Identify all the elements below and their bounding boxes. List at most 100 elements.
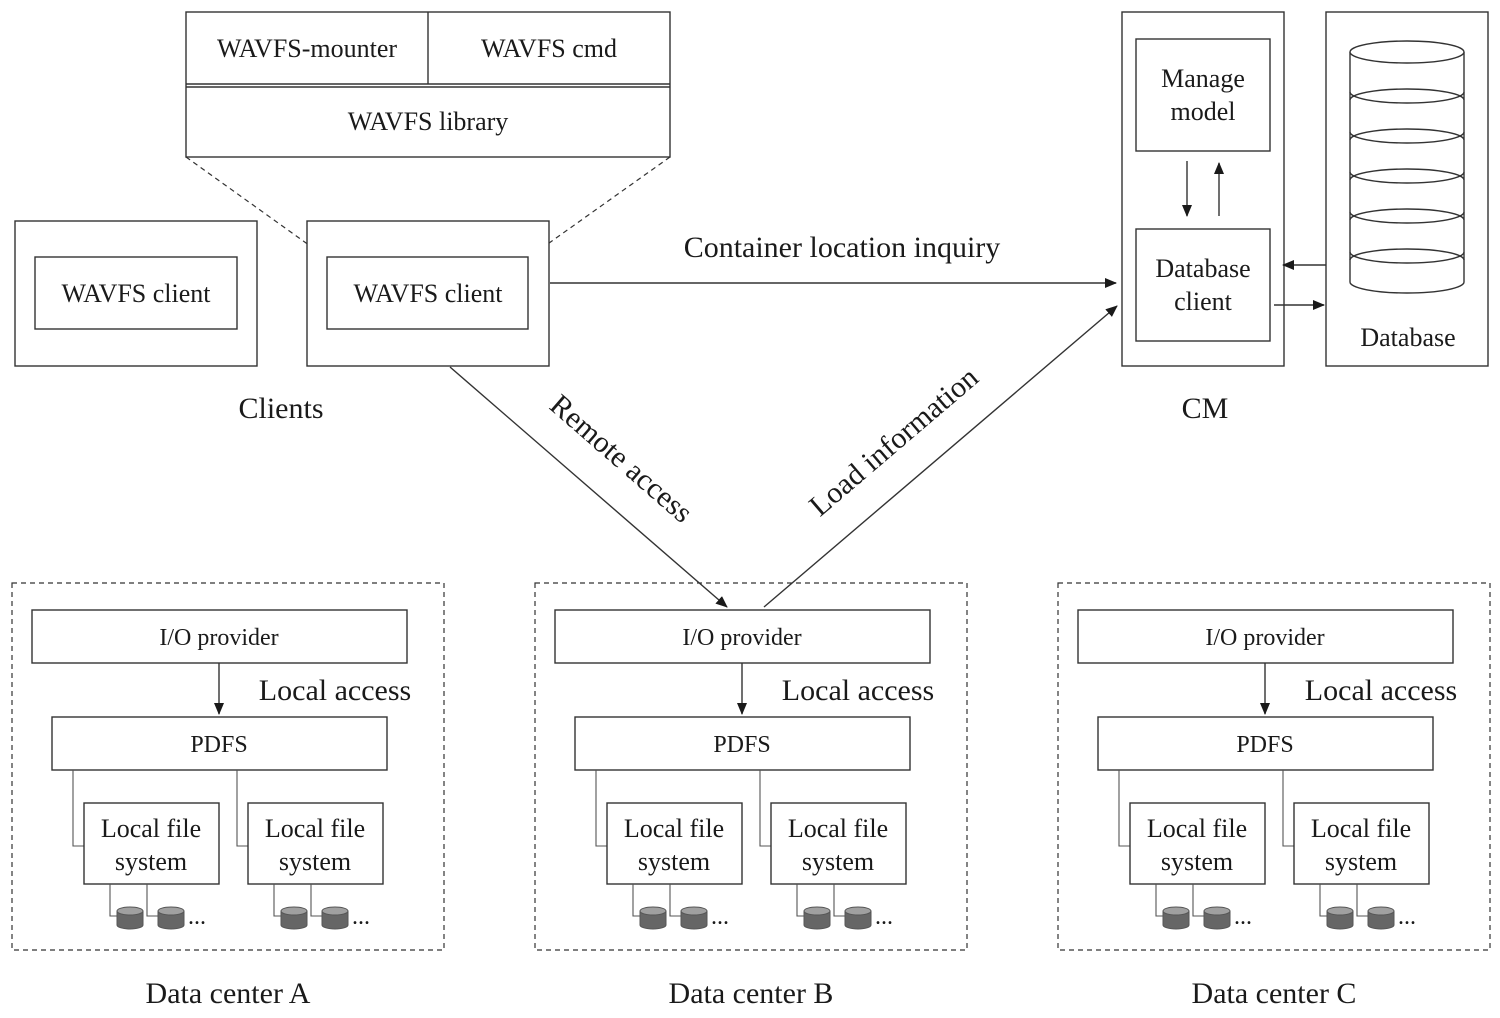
pdfs-connector-1	[72, 770, 84, 847]
database-client-box	[1135, 228, 1271, 342]
client-a-label: WAVFS client	[61, 279, 211, 308]
manage-model-label-line1: Manage	[1161, 64, 1245, 93]
disk-connector	[1192, 884, 1204, 917]
local-fs-1-line2: system	[1161, 847, 1233, 876]
clients-group: WAVFS client WAVFS client Clients	[14, 220, 550, 425]
pdfs-connector-2	[236, 770, 248, 847]
pdfs-label: PDFS	[190, 732, 247, 758]
pdfs-label: PDFS	[1236, 732, 1293, 758]
pdfs-connector-1	[1118, 770, 1130, 847]
disk-connector	[632, 884, 640, 917]
pdfs-connector-2	[1282, 770, 1294, 847]
data-center-caption: Data center B	[669, 977, 834, 1010]
disk-icon	[1203, 906, 1231, 930]
disk-connector	[1319, 884, 1327, 917]
local-fs-1-line1: Local file	[1147, 814, 1247, 843]
disk-icon	[680, 906, 708, 930]
local-fs-2-line1: Local file	[788, 814, 888, 843]
disk-connector	[796, 884, 804, 917]
local-fs-box-1	[606, 802, 743, 885]
disk-icon	[280, 906, 308, 930]
data-center-frame	[11, 582, 445, 951]
pdfs-label: PDFS	[713, 732, 770, 758]
zoom-line-right	[527, 156, 671, 259]
local-fs-1-line1: Local file	[101, 814, 201, 843]
local-fs-2-line1: Local file	[1311, 814, 1411, 843]
disk-ellipsis: ...	[352, 904, 370, 930]
container-location-inquiry-label: Container location inquiry	[684, 231, 1001, 264]
client-software-stack: WAVFS-mounter WAVFS cmd WAVFS library	[185, 11, 671, 158]
disk-icon	[321, 906, 349, 930]
disk-ellipsis: ...	[711, 904, 729, 930]
client-b-box	[326, 256, 529, 330]
database-cylinder-icon	[1349, 40, 1465, 294]
database-client-label-line2: client	[1174, 287, 1233, 316]
disk-ellipsis: ...	[188, 904, 206, 930]
disk-connector	[310, 884, 322, 917]
disk-ellipsis: ...	[1398, 904, 1416, 930]
data-center-frame	[1057, 582, 1491, 951]
manage-model-label-line2: model	[1171, 97, 1236, 126]
local-fs-1-line2: system	[115, 847, 187, 876]
disk-icon	[639, 906, 667, 930]
local-access-label: Local access	[259, 674, 411, 707]
io-provider-box	[1077, 609, 1454, 664]
local-fs-2-line2: system	[1325, 847, 1397, 876]
database-client-label-line1: Database	[1155, 254, 1250, 283]
disk-icon	[1326, 906, 1354, 930]
disk-connector	[669, 884, 681, 917]
io-provider-box	[554, 609, 931, 664]
cm-caption: CM	[1182, 392, 1229, 425]
local-access-label: Local access	[1305, 674, 1457, 707]
pdfs-connector-1	[595, 770, 607, 847]
database-label: Database	[1360, 323, 1455, 352]
disk-connector	[1356, 884, 1368, 917]
disk-connector	[1155, 884, 1163, 917]
database-group: Database	[1325, 11, 1489, 367]
io-provider-box	[31, 609, 408, 664]
pdfs-box	[51, 716, 388, 771]
disk-icon	[844, 906, 872, 930]
data-center-caption: Data center A	[146, 977, 311, 1010]
pdfs-box	[574, 716, 911, 771]
local-fs-box-2	[1293, 802, 1430, 885]
disk-connector	[833, 884, 845, 917]
remote-access-label: Remote access	[543, 388, 699, 529]
remote-access-arrow	[449, 366, 728, 608]
data-center-a: I/O provider Local access PDFS Local fil…	[11, 582, 445, 1010]
disk-ellipsis: ...	[1234, 904, 1252, 930]
client-a-box	[34, 256, 238, 330]
zoom-line-left	[185, 156, 328, 259]
local-fs-2-line2: system	[802, 847, 874, 876]
data-center-c: I/O provider Local access PDFS Local fil…	[1057, 582, 1491, 1010]
clients-caption: Clients	[238, 392, 323, 425]
disk-connector	[109, 884, 117, 917]
disk-connector	[146, 884, 158, 917]
local-fs-box-1	[1129, 802, 1266, 885]
disk-icon	[116, 906, 144, 930]
local-fs-1-line1: Local file	[624, 814, 724, 843]
manage-model-box	[1135, 38, 1271, 152]
client-b-label: WAVFS client	[353, 279, 503, 308]
local-access-label: Local access	[782, 674, 934, 707]
io-provider-label: I/O provider	[1205, 625, 1324, 651]
load-information-arrow	[763, 305, 1118, 608]
data-center-caption: Data center C	[1192, 977, 1357, 1010]
cm-group: Manage model Database client CM	[1121, 11, 1285, 425]
local-fs-box-1	[83, 802, 220, 885]
disk-icon	[157, 906, 185, 930]
local-fs-box-2	[770, 802, 907, 885]
wavfs-library-label: WAVFS library	[348, 107, 509, 136]
io-provider-label: I/O provider	[159, 625, 278, 651]
io-provider-label: I/O provider	[682, 625, 801, 651]
local-fs-2-line2: system	[279, 847, 351, 876]
data-center-b: I/O provider Local access PDFS Local fil…	[534, 582, 968, 1010]
disk-icon	[1162, 906, 1190, 930]
pdfs-connector-2	[759, 770, 771, 847]
local-fs-box-2	[247, 802, 384, 885]
wavfs-mounter-label: WAVFS-mounter	[217, 34, 397, 63]
pdfs-box	[1097, 716, 1434, 771]
local-fs-1-line2: system	[638, 847, 710, 876]
local-fs-2-line1: Local file	[265, 814, 365, 843]
